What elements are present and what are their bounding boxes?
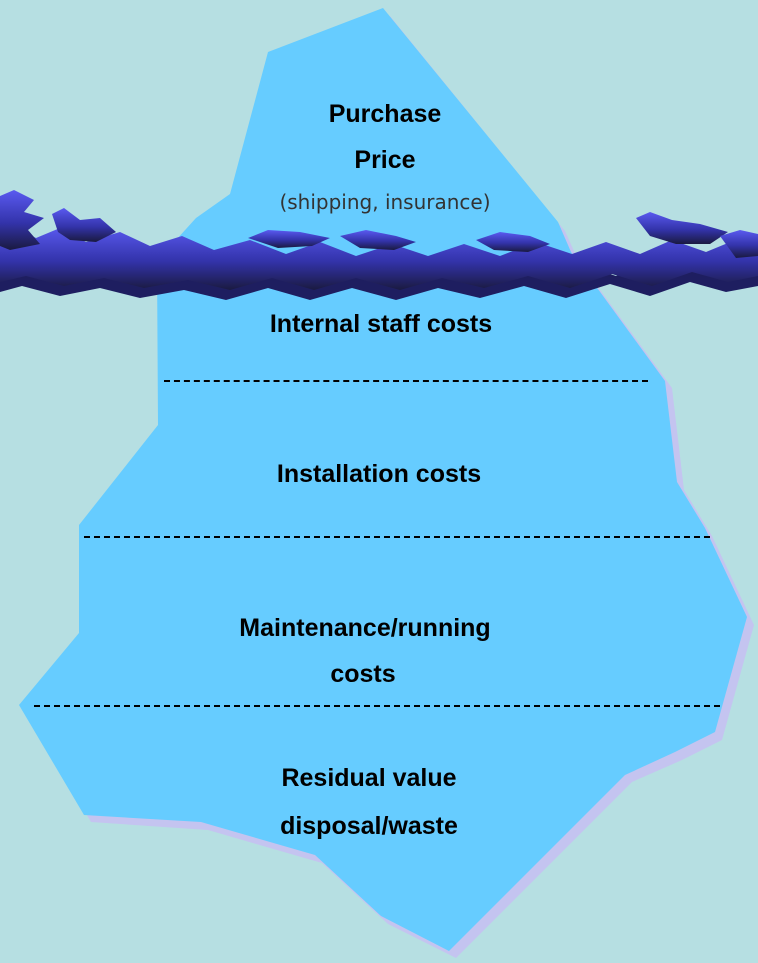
maintenance-costs-label-line1: Maintenance/running	[239, 614, 491, 642]
waterline-waves	[0, 226, 758, 290]
iceberg-body	[19, 8, 747, 951]
layer-divider-2	[84, 536, 710, 538]
wave-crest-far-right	[720, 230, 758, 258]
layer-divider-1	[164, 380, 648, 382]
wave-crest-left-2	[52, 208, 116, 242]
internal-staff-costs-label: Internal staff costs	[269, 310, 493, 338]
residual-value-label-line1: Residual value	[281, 764, 457, 792]
wave-crest-center-right	[476, 232, 550, 252]
layer-divider-3	[34, 705, 720, 707]
maintenance-costs-label-line2: costs	[330, 660, 396, 688]
purchase-price-subtitle: (shipping, insurance)	[279, 190, 491, 214]
purchase-price-title-line2: Price	[354, 146, 416, 174]
wave-crest-center	[340, 230, 416, 250]
wave-crest-left	[0, 190, 44, 250]
purchase-price-title-line1: Purchase	[328, 100, 442, 128]
wave-crest-center-left	[248, 230, 330, 248]
wave-crest-right	[636, 212, 728, 244]
residual-value-label-line2: disposal/waste	[280, 812, 458, 840]
installation-costs-label: Installation costs	[276, 460, 482, 488]
